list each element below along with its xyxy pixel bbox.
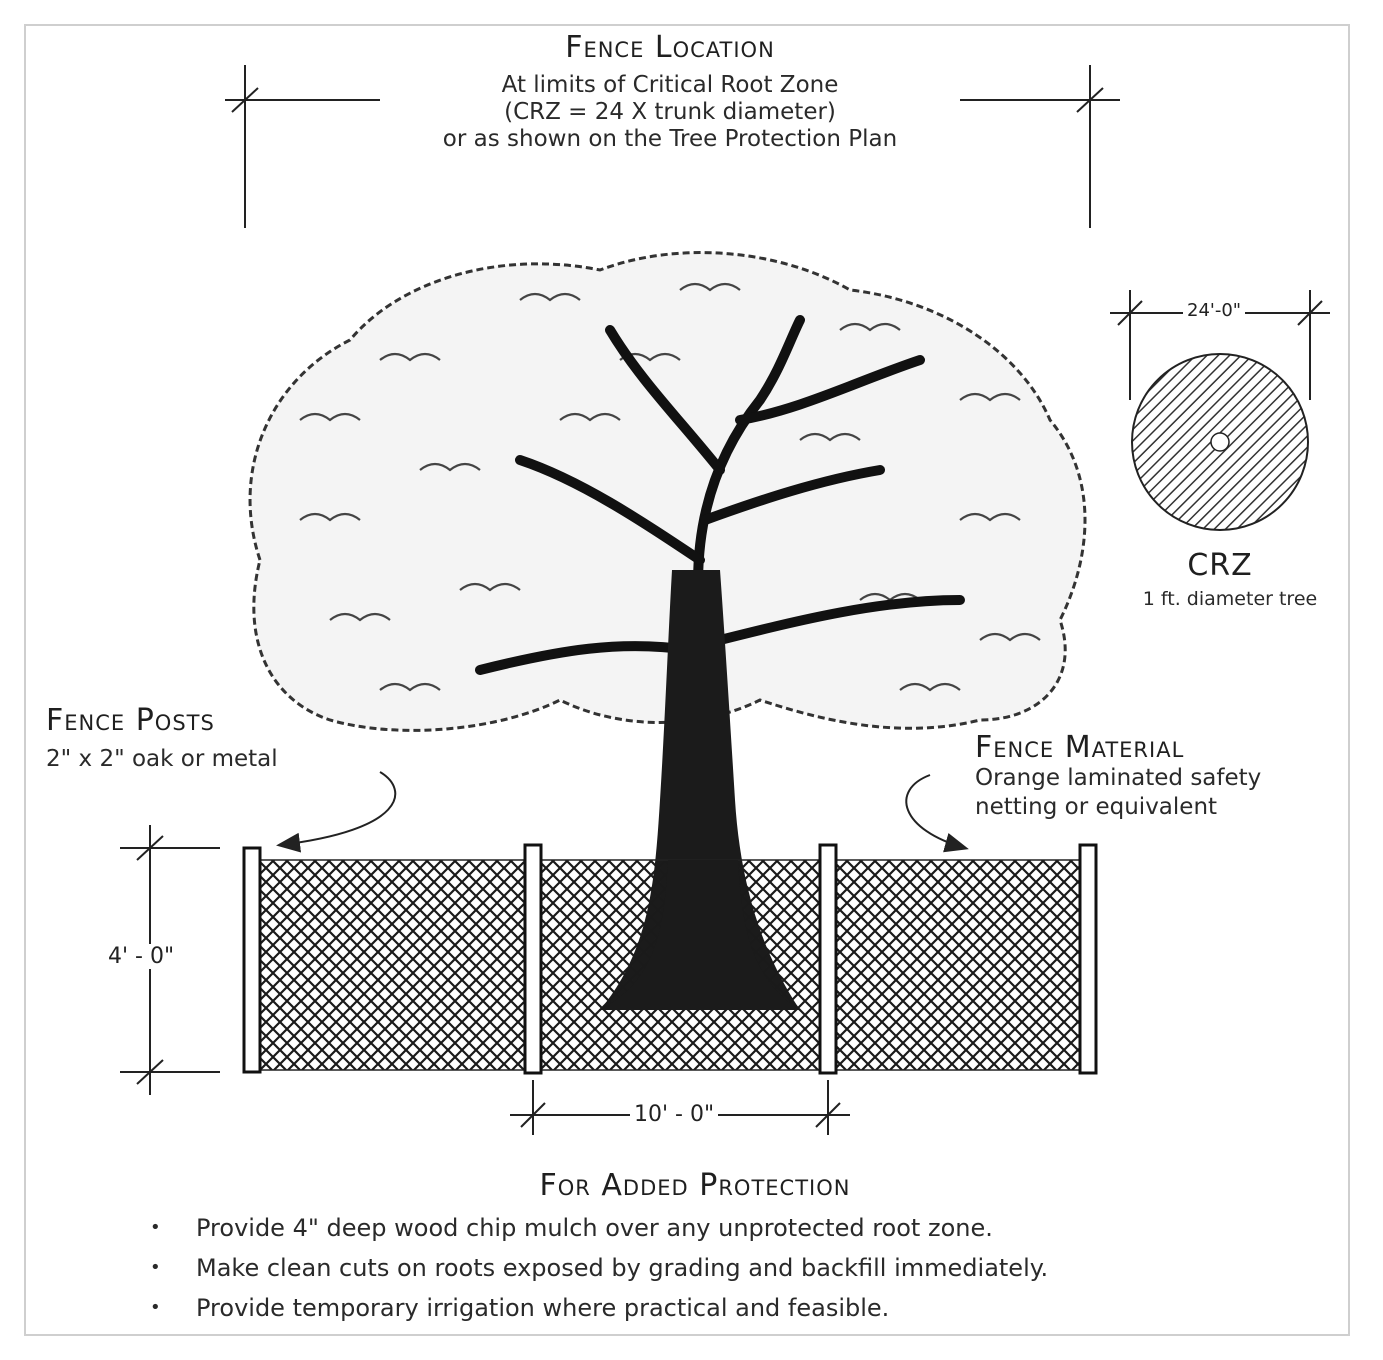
fence-post-1 [244,848,260,1072]
fence-posts-title: Fence Posts [46,703,215,738]
fence-post-3 [820,845,836,1073]
fence-location-right-mark [960,65,1120,228]
protection-item-irrigation: • Provide temporary irrigation where pra… [150,1288,1048,1328]
fence-material-leader-arrow [906,775,965,848]
protection-item-text: Make clean cuts on roots exposed by grad… [196,1254,1048,1282]
fence-post-4 [1080,845,1096,1073]
fence-material-line-1: Orange laminated safety [975,765,1261,791]
fence-posts-spec: 2" x 2" oak or metal [46,746,278,772]
fence-material-title: Fence Material [975,730,1184,765]
height-dimension-label: 4' - 0" [104,944,178,969]
added-protection-title: For Added Protection [445,1168,945,1203]
crz-trunk-center [1211,433,1229,451]
bullet-glyph: • [150,1288,161,1328]
protection-item-text: Provide temporary irrigation where pract… [196,1294,889,1322]
added-protection-list: • Provide 4" deep wood chip mulch over a… [150,1208,1048,1328]
fence-location-line-1: At limits of Critical Root Zone [370,72,970,98]
spacing-dimension-label: 10' - 0" [630,1102,718,1127]
fence-material-line-2: netting or equivalent [975,794,1217,820]
protection-item-text: Provide 4" deep wood chip mulch over any… [196,1214,993,1242]
fence-posts-leader-arrow [280,772,395,845]
fence-location-title: Fence Location [420,30,920,65]
bullet-glyph: • [150,1208,161,1248]
bullet-glyph: • [150,1248,161,1288]
protection-item-mulch: • Provide 4" deep wood chip mulch over a… [150,1208,1048,1248]
fence-location-line-3: or as shown on the Tree Protection Plan [370,126,970,152]
fence-location-line-2: (CRZ = 24 X trunk diameter) [370,99,970,125]
protection-item-roots: • Make clean cuts on roots exposed by gr… [150,1248,1048,1288]
crz-caption: 1 ft. diameter tree [1110,588,1350,610]
crz-title: CRZ [1150,548,1290,583]
fence-post-2 [525,845,541,1073]
crz-dimension-label: 24'-0" [1183,300,1245,321]
fence-location-left-mark [225,65,380,228]
